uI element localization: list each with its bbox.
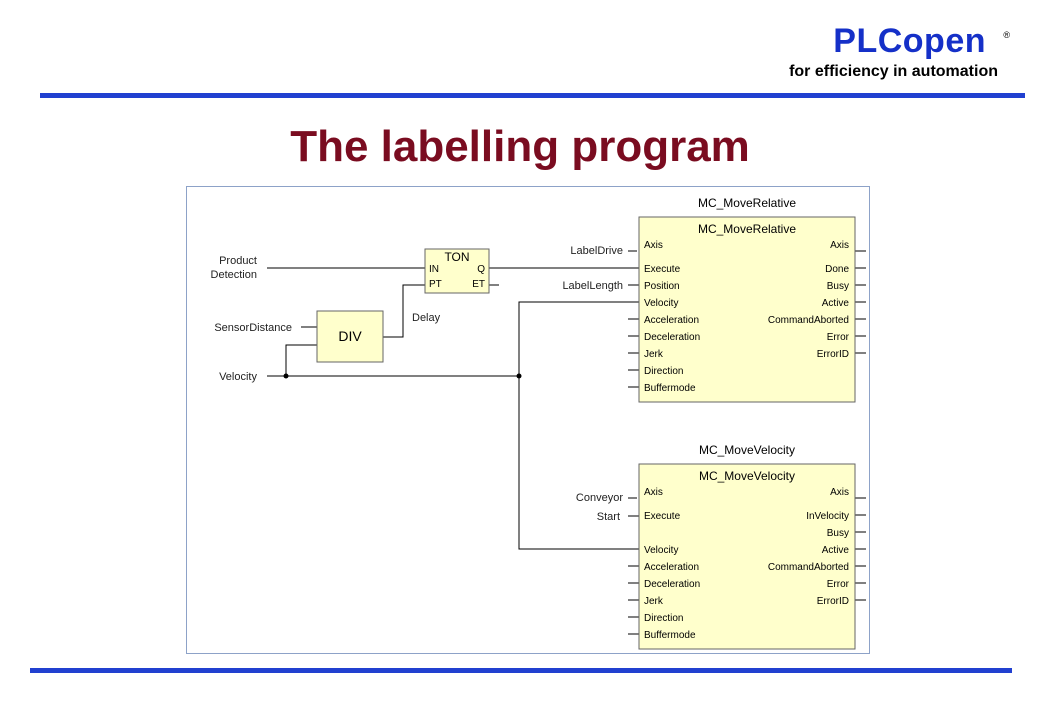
ton-input-pt: PT (429, 279, 442, 290)
function-block-diagram: TON IN PT Q ET DIV Product Detection Sen… (186, 186, 870, 654)
label-label-drive: LabelDrive (570, 245, 623, 257)
move-velocity-input-axis: Axis (644, 487, 663, 498)
logo-tagline: for efficiency in automation (789, 63, 998, 80)
move-velocity-block: MC_MoveVelocity AxisExecuteVelocityAccel… (638, 463, 856, 650)
move-relative-output-commandaborted: CommandAborted (768, 315, 849, 326)
plcopen-logo: PLCopen ® (833, 22, 1010, 61)
move-relative-type: MC_MoveRelative (698, 222, 796, 236)
ton-output-q: Q (477, 264, 485, 275)
move-velocity-input-jerk: Jerk (644, 596, 664, 607)
move-relative-input-buffermode: Buffermode (644, 383, 696, 394)
move-relative-input-jerk: Jerk (644, 349, 664, 360)
move-velocity-output-invelocity: InVelocity (806, 511, 849, 522)
label-start: Start (597, 511, 620, 523)
junction-dot (516, 373, 522, 379)
move-relative-input-position: Position (644, 281, 680, 292)
top-divider (40, 93, 1025, 98)
move-relative-input-deceleration: Deceleration (644, 332, 700, 343)
move-relative-input-execute: Execute (644, 264, 681, 275)
move-velocity-input-acceleration: Acceleration (644, 562, 699, 573)
registered-mark: ® (1003, 30, 1010, 40)
label-delay: Delay (412, 312, 441, 324)
wire-div-to-pt (383, 284, 425, 338)
label-sensor-distance: SensorDistance (214, 322, 292, 334)
move-velocity-input-buffermode: Buffermode (644, 630, 696, 641)
label-product: Product (219, 255, 257, 267)
label-velocity: Velocity (219, 371, 257, 383)
logo-name: PLCopen (833, 22, 986, 60)
move-velocity-outputs: AxisInVelocityBusyActiveCommandAbortedEr… (768, 487, 850, 607)
move-relative-instance: MC_MoveRelative (698, 196, 796, 210)
move-velocity-input-deceleration: Deceleration (644, 579, 700, 590)
move-relative-input-axis: Axis (644, 240, 663, 251)
move-velocity-input-velocity: Velocity (644, 545, 678, 556)
wire-velocity-to-div (285, 344, 317, 376)
move-relative-block: MC_MoveRelative AxisExecutePositionVeloc… (638, 216, 856, 403)
wire-velocity-bus (518, 301, 639, 550)
move-relative-input-acceleration: Acceleration (644, 315, 699, 326)
move-relative-output-done: Done (825, 264, 849, 275)
label-detection: Detection (211, 269, 257, 281)
label-conveyor: Conveyor (576, 492, 623, 504)
ton-block: TON IN PT Q ET (424, 248, 490, 294)
move-relative-input-velocity: Velocity (644, 298, 678, 309)
move-velocity-type: MC_MoveVelocity (699, 469, 795, 483)
move-relative-inputs: AxisExecutePositionVelocityAccelerationD… (644, 240, 700, 394)
ton-output-et: ET (472, 279, 485, 290)
move-velocity-inputs: AxisExecuteVelocityAccelerationDecelerat… (644, 487, 700, 641)
label-label-length: LabelLength (562, 280, 623, 292)
move-velocity-input-execute: Execute (644, 511, 681, 522)
div-name: DIV (338, 328, 362, 344)
move-velocity-output-error: Error (827, 579, 850, 590)
move-velocity-output-busy: Busy (827, 528, 849, 539)
move-velocity-output-active: Active (822, 545, 850, 556)
move-velocity-instance: MC_MoveVelocity (699, 443, 795, 457)
move-velocity-output-axis: Axis (830, 487, 849, 498)
move-relative-output-axis: Axis (830, 240, 849, 251)
diagram-canvas: TON IN PT Q ET DIV Product Detection Sen… (211, 196, 866, 650)
move-velocity-input-direction: Direction (644, 613, 683, 624)
slide-title: The labelling program (290, 122, 750, 171)
move-relative-output-error: Error (827, 332, 850, 343)
bottom-divider (30, 668, 1012, 673)
move-relative-output-busy: Busy (827, 281, 849, 292)
move-relative-input-direction: Direction (644, 366, 683, 377)
move-relative-output-active: Active (822, 298, 850, 309)
move-velocity-output-errorid: ErrorID (817, 596, 849, 607)
ton-input-in: IN (429, 264, 439, 275)
ton-name: TON (444, 250, 469, 264)
junction-dot (283, 373, 289, 379)
move-relative-outputs: AxisDoneBusyActiveCommandAbortedErrorErr… (768, 240, 850, 360)
wires (267, 250, 866, 635)
move-velocity-output-commandaborted: CommandAborted (768, 562, 849, 573)
move-relative-output-errorid: ErrorID (817, 349, 849, 360)
div-block: DIV (316, 310, 384, 363)
